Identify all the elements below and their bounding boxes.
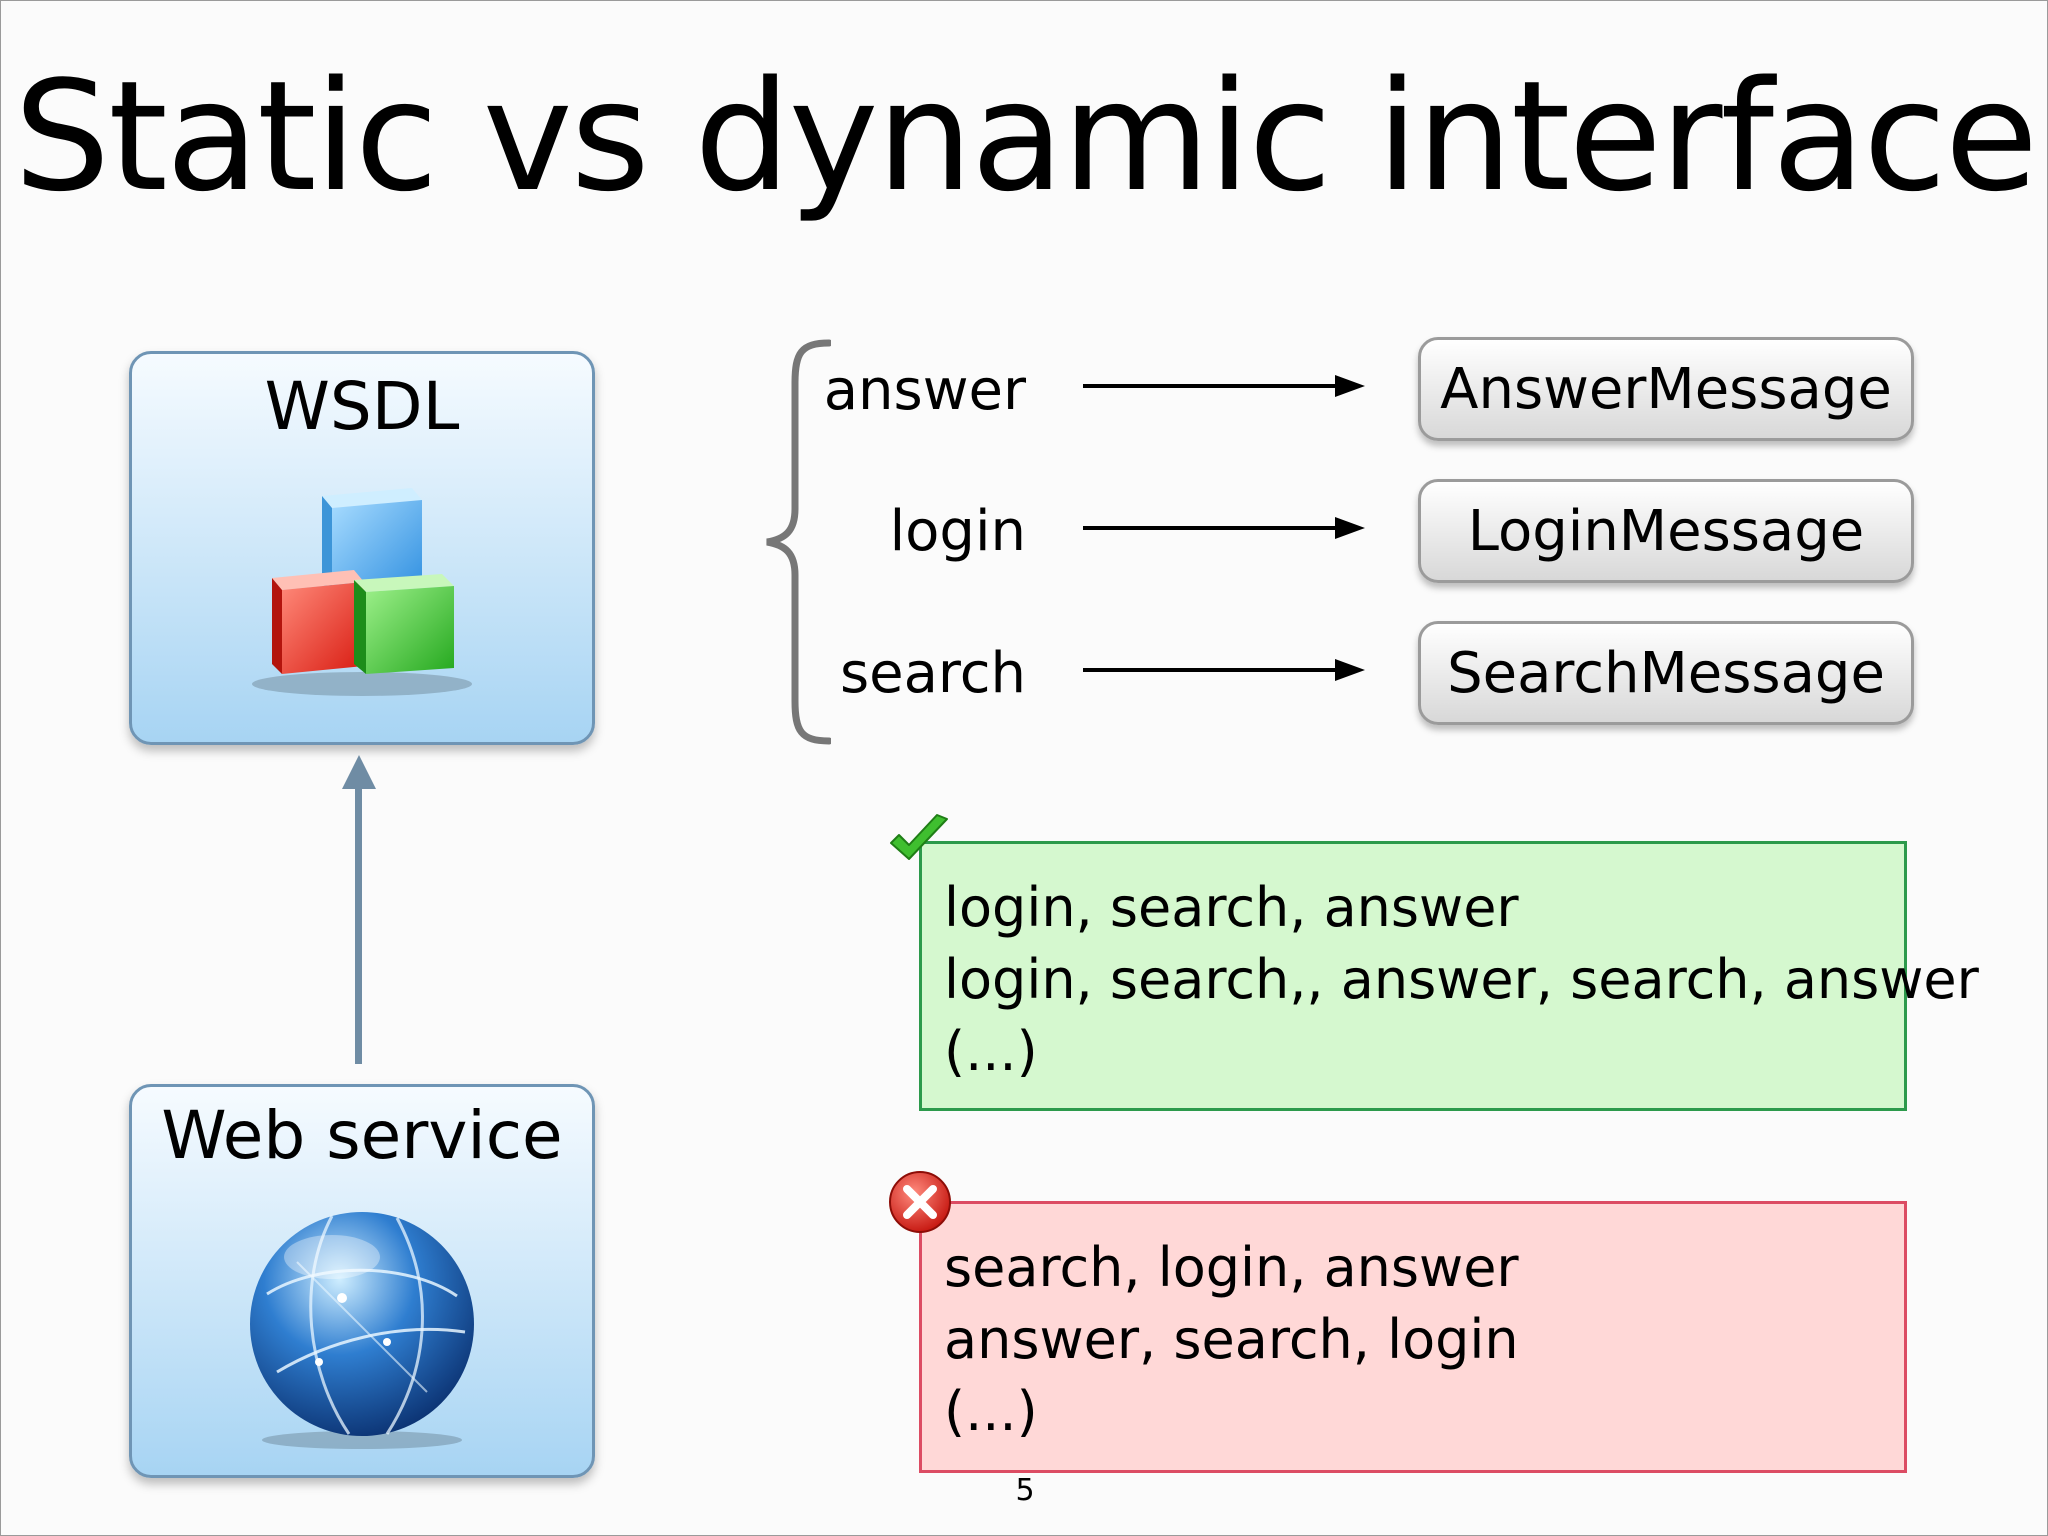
invalid-sequence-line: answer, search, login: [944, 1308, 1519, 1371]
slide-title: Static vs dynamic interface: [13, 48, 2038, 225]
page-number: 5: [1015, 1473, 1035, 1508]
web-service-label: Web service: [161, 1097, 563, 1174]
search-message-box: SearchMessage: [1418, 621, 1914, 725]
brace-icon: [766, 339, 831, 745]
up-arrow-icon: [342, 755, 376, 789]
valid-sequence-line: login, search, answer: [944, 876, 1519, 939]
login-message-box: LoginMessage: [1418, 479, 1914, 583]
wsdl-label: WSDL: [264, 368, 460, 445]
invalid-sequences-box: search, login, answer answer, search, lo…: [919, 1201, 1907, 1473]
valid-sequence-line: (...): [944, 1020, 1038, 1083]
operation-answer-label: answer: [823, 358, 1026, 423]
valid-sequence-line: login, search,, answer, search, answer: [944, 948, 1979, 1011]
invalid-sequence-line: search, login, answer: [944, 1236, 1519, 1299]
globe-icon: [250, 1212, 474, 1449]
web-service-panel: Web service: [129, 1084, 595, 1478]
error-icon: [889, 1171, 951, 1233]
up-arrow-line: [355, 786, 362, 1064]
operation-search-label: search: [839, 641, 1026, 706]
cubes-icon: [252, 488, 472, 696]
invalid-sequence-line: (...): [944, 1380, 1038, 1443]
arrow-right-icon: [1083, 375, 1365, 397]
arrow-right-icon: [1083, 659, 1365, 681]
operation-login-label: login: [889, 499, 1026, 564]
answer-message-box: AnswerMessage: [1418, 337, 1914, 441]
wsdl-panel: WSDL: [129, 351, 595, 745]
arrow-right-icon: [1083, 517, 1365, 539]
check-icon: [890, 814, 948, 860]
valid-sequences-box: login, search, answer login, search,, an…: [919, 841, 1979, 1111]
